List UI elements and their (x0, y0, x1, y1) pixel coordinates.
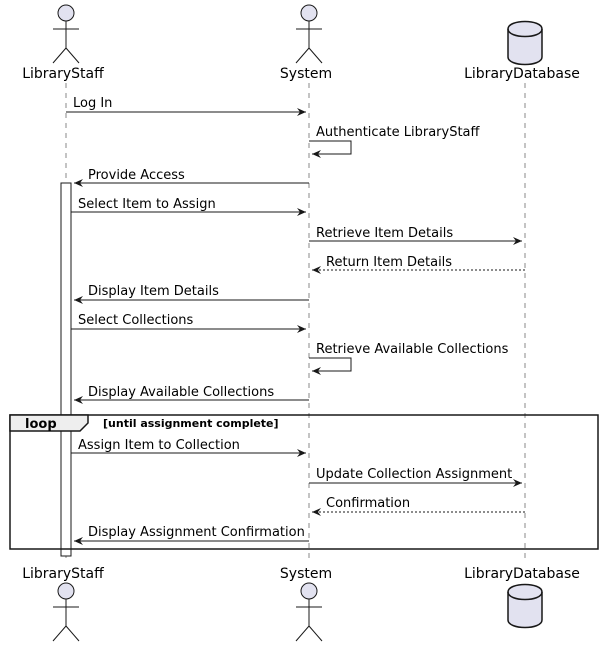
participant-name: LibraryDatabase (464, 566, 580, 582)
database-icon (507, 20, 543, 66)
message-9: Retrieve Available Collections (309, 342, 509, 375)
message-label: Return Item Details (326, 255, 452, 270)
message-label: Retrieve Item Details (316, 226, 453, 241)
message-7: Display Item Details (74, 284, 309, 304)
loop-fragment: loop [until assignment complete] (9, 414, 599, 550)
actor-icon (295, 582, 323, 642)
participant-library-database-bottom: LibraryDatabase (464, 566, 580, 629)
message-label: Authenticate LibraryStaff (316, 125, 481, 140)
activation-bar-library-staff (60, 182, 72, 557)
message-label: Assign Item to Collection (78, 438, 240, 453)
database-icon (507, 583, 543, 629)
message-8: Select Collections (71, 313, 306, 333)
participant-system-bottom: System (280, 566, 332, 642)
actor-icon (52, 582, 80, 642)
loop-keyword: loop (25, 417, 57, 432)
participant-name: LibraryDatabase (464, 66, 580, 82)
participant-name: LibraryStaff (22, 66, 104, 82)
message-14: Display Assignment Confirmation (74, 525, 309, 545)
message-13: Confirmation (312, 496, 525, 516)
message-3: Provide Access (74, 168, 309, 187)
message-6: Return Item Details (312, 255, 525, 274)
actor-icon (295, 4, 323, 64)
participant-name: System (280, 66, 332, 82)
message-5: Retrieve Item Details (309, 226, 522, 245)
message-2: Authenticate LibraryStaff (309, 125, 481, 158)
message-label: Select Item to Assign (78, 197, 216, 212)
message-label: Confirmation (326, 496, 410, 511)
loop-label-tab (9, 414, 89, 432)
message-11: Assign Item to Collection (71, 438, 306, 457)
loop-frame (9, 414, 599, 550)
message-label: Log In (73, 96, 112, 111)
participant-library-staff-bottom: LibraryStaff (22, 566, 104, 642)
participant-library-staff-top: LibraryStaff (22, 4, 104, 82)
message-label: Display Assignment Confirmation (88, 525, 305, 540)
message-label: Retrieve Available Collections (316, 342, 509, 357)
participant-name: LibraryStaff (22, 566, 104, 582)
message-10: Display Available Collections (74, 385, 309, 404)
participant-library-database-top: LibraryDatabase (464, 20, 580, 82)
participant-system-top: System (280, 4, 332, 82)
actor-icon (52, 4, 80, 64)
message-label: Display Available Collections (88, 385, 274, 400)
participant-name: System (280, 566, 332, 582)
message-label: Provide Access (88, 168, 185, 183)
message-12: Update Collection Assignment (309, 467, 522, 487)
message-label: Display Item Details (88, 284, 219, 299)
message-label: Update Collection Assignment (316, 467, 512, 482)
loop-condition: [until assignment complete] (103, 417, 279, 430)
message-label: Select Collections (78, 313, 194, 328)
message-1: Log In (66, 96, 306, 116)
message-4: Select Item to Assign (71, 197, 306, 216)
